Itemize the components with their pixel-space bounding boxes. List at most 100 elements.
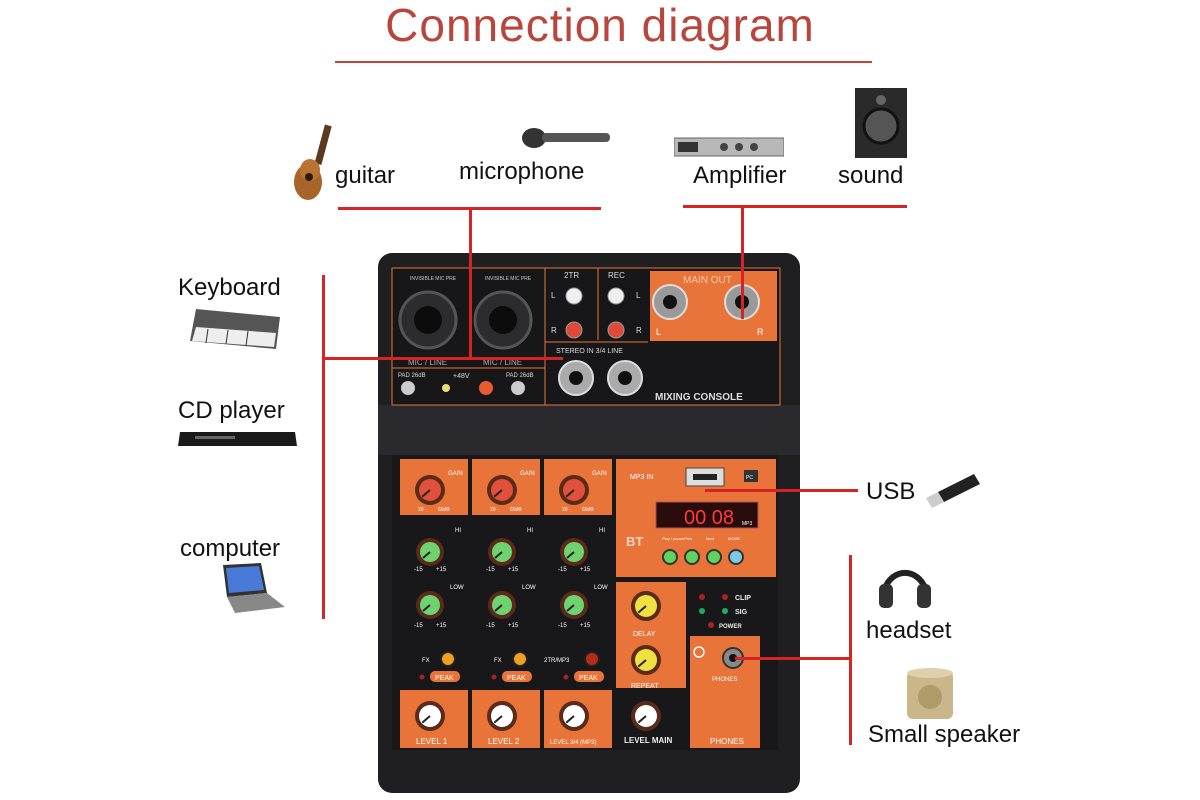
rca-2tr-left[interactable] [565,287,583,305]
phones-jack-label: PHONES [712,677,737,683]
mp3-player-panel [616,459,776,577]
gain-knob-ch1[interactable] [415,475,445,505]
hi-eq-knob-ch2[interactable] [488,538,516,566]
repeat-label: REPEAT [631,683,659,690]
phantom-led [442,384,450,392]
pad-button-2[interactable] [511,381,525,395]
stereo-in-jack-4[interactable] [607,360,643,396]
usb-stick-icon [926,474,980,508]
eq-min-label: -15 [558,567,567,573]
send-label: FX [422,658,430,664]
mp3-in-label: MP3 IN [630,474,653,481]
gain-knob-ch3[interactable] [559,475,589,505]
label-headset: headset [866,617,952,644]
eq-max-label: +15 [436,623,447,629]
level-main-knob[interactable] [631,701,661,731]
label-microphone: microphone [459,158,585,185]
eq-max-label: +15 [580,623,591,629]
2tr-label: 2TR [564,271,579,280]
stereo-in-jack-3[interactable] [558,360,594,396]
gain-knob-ch2[interactable] [487,475,517,505]
gain-label: GAIN [520,471,535,477]
delay-knob[interactable] [631,591,661,621]
clip-led [699,594,705,600]
peak-label: PEAK [579,675,598,682]
level-knob-ch3[interactable] [559,701,589,731]
rca-rec-left[interactable] [607,287,625,305]
display-counter: 00 08 [684,507,734,529]
send-jack-ch2[interactable] [512,651,528,667]
gain-min-label: 20 [490,507,496,513]
send-label: 2TR/MP3 [544,658,570,664]
low-eq-knob-ch2[interactable] [488,591,516,619]
mp3-button-prev[interactable] [684,549,700,565]
mp3-button-mode[interactable] [728,549,744,565]
level-main-label: LEVEL MAIN [624,736,673,745]
rca-rec-right[interactable] [607,321,625,339]
hi-eq-knob-ch3[interactable] [560,538,588,566]
send-jack-ch1[interactable] [440,651,456,667]
mp3-display [655,501,759,529]
main-out-r-label: R [757,327,764,337]
microphone-icon [522,128,610,148]
phones-level-label: PHONES [710,737,744,746]
connector-line-mic-drop [469,208,472,360]
mp3-button-next[interactable] [706,549,722,565]
send-jack-ch3[interactable] [584,651,600,667]
mp3-button-label: MODE [728,536,740,541]
laptop-icon [223,563,285,613]
usb-port[interactable] [685,467,725,487]
guitar-icon [294,124,332,200]
eq-max-label: +15 [508,623,519,629]
eq-min-label: -15 [486,567,495,573]
power-led [708,622,714,628]
hi-label: HI [455,528,461,534]
eq-min-label: -15 [414,623,423,629]
repeat-knob[interactable] [631,645,661,675]
peak-label: PEAK [435,675,454,682]
connector-line-right-vertical [849,555,852,745]
main-out-left-jack[interactable] [652,284,688,320]
low-label: LOW [450,585,464,591]
level-knob-ch2[interactable] [487,701,517,731]
level-label-ch1: LEVEL 1 [416,737,448,746]
mixing-console: INVISIBLE MIC PRE INVISIBLE MIC PRE MIC … [378,253,800,793]
hi-label: HI [527,528,533,534]
gain-label: GAIN [448,471,463,477]
headset-icon [879,569,931,608]
xlr-combo-jack-1[interactable] [398,290,458,350]
gain-min-label: 20 [418,507,424,513]
peak-led [491,674,497,680]
title-underline [335,61,872,63]
low-eq-knob-ch1[interactable] [416,591,444,619]
phones-level-knob[interactable] [714,699,744,729]
label-amplifier: Amplifier [693,162,787,189]
l-label-2tr: L [551,291,556,300]
pad-button-1[interactable] [401,381,415,395]
eq-max-label: +15 [508,567,519,573]
hi-eq-knob-ch1[interactable] [416,538,444,566]
bt-label: BT [626,534,643,549]
xlr-combo-jack-2[interactable] [473,290,533,350]
label-sound: sound [838,162,904,189]
stereo-in-label: STEREO IN 3/4 LINE [556,348,623,355]
low-label: LOW [522,585,536,591]
level-knob-ch1[interactable] [415,701,445,731]
small-speaker-icon [907,668,953,719]
mp3-button-label: Next [706,536,715,541]
mp3-button-play-pause[interactable] [662,549,678,565]
mp3-button-label: Prev [684,536,692,541]
pad-label-1: PAD 26dB [398,373,426,379]
eq-min-label: -15 [558,623,567,629]
rca-2tr-right[interactable] [565,321,583,339]
connector-line-outputs-top [683,205,907,208]
connector-line-left-vertical [322,275,325,619]
keyboard-icon [190,309,280,349]
phantom-button[interactable] [479,381,493,395]
main-out-label: MAIN OUT [683,275,732,286]
send-label: FX [494,658,502,664]
rec-label: REC [608,271,625,280]
level-label-ch2: LEVEL 2 [488,737,520,746]
low-eq-knob-ch3[interactable] [560,591,588,619]
connector-line-mainout-drop [741,207,744,319]
